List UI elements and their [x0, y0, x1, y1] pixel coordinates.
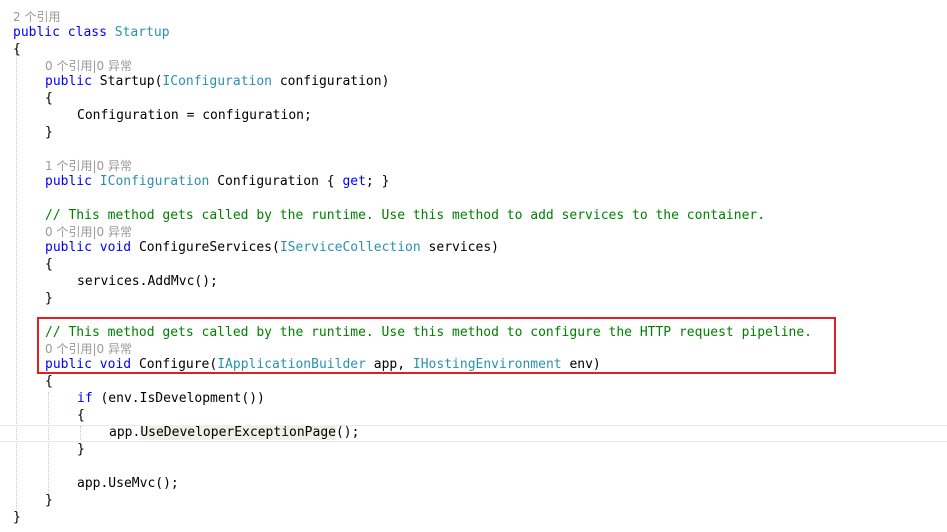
code-line: } [13, 510, 21, 525]
codelens-configure-references[interactable]: 0 个引用|0 异常 [45, 342, 132, 356]
indent-guide [80, 426, 81, 444]
code-line: { [45, 374, 53, 389]
code-line: Configuration = configuration; [77, 108, 312, 123]
codelens-property-references[interactable]: 1 个引用|0 异常 [45, 159, 132, 173]
code-line: public IConfiguration Configuration { ge… [45, 174, 390, 189]
code-line: { [45, 91, 53, 106]
highlight-box [37, 317, 836, 374]
code-line: app.UseMvc(); [77, 476, 179, 491]
code-line: { [13, 42, 21, 57]
indent-guide [48, 392, 49, 494]
code-line: public class Startup [13, 25, 170, 40]
code-line[interactable]: app.UseDeveloperExceptionPage(); [109, 425, 360, 440]
codelens-class-references[interactable]: 2 个引用 [13, 10, 61, 24]
code-line: if (env.IsDevelopment()) [77, 391, 265, 406]
code-line: public void ConfigureServices(IServiceCo… [45, 240, 499, 255]
code-line: { [45, 257, 53, 272]
code-line: } [77, 442, 85, 457]
code-line: } [45, 493, 53, 508]
code-line: public Startup(IConfiguration configurat… [45, 74, 390, 89]
codelens-configure-services-references[interactable]: 0 个引用|0 异常 [45, 225, 132, 239]
code-comment: // This method gets called by the runtim… [45, 208, 766, 223]
indent-guide [16, 50, 17, 512]
code-line: } [45, 125, 53, 140]
current-line-highlight [0, 425, 947, 442]
code-line: public void Configure(IApplicationBuilde… [45, 357, 601, 372]
code-line: } [45, 291, 53, 306]
codelens-ctor-references[interactable]: 0 个引用|0 异常 [45, 59, 132, 73]
code-line: services.AddMvc(); [77, 274, 218, 289]
code-comment: // This method gets called by the runtim… [45, 325, 813, 340]
method-reference-highlight[interactable]: UseDeveloperExceptionPage [140, 425, 336, 440]
code-line: { [77, 408, 85, 423]
